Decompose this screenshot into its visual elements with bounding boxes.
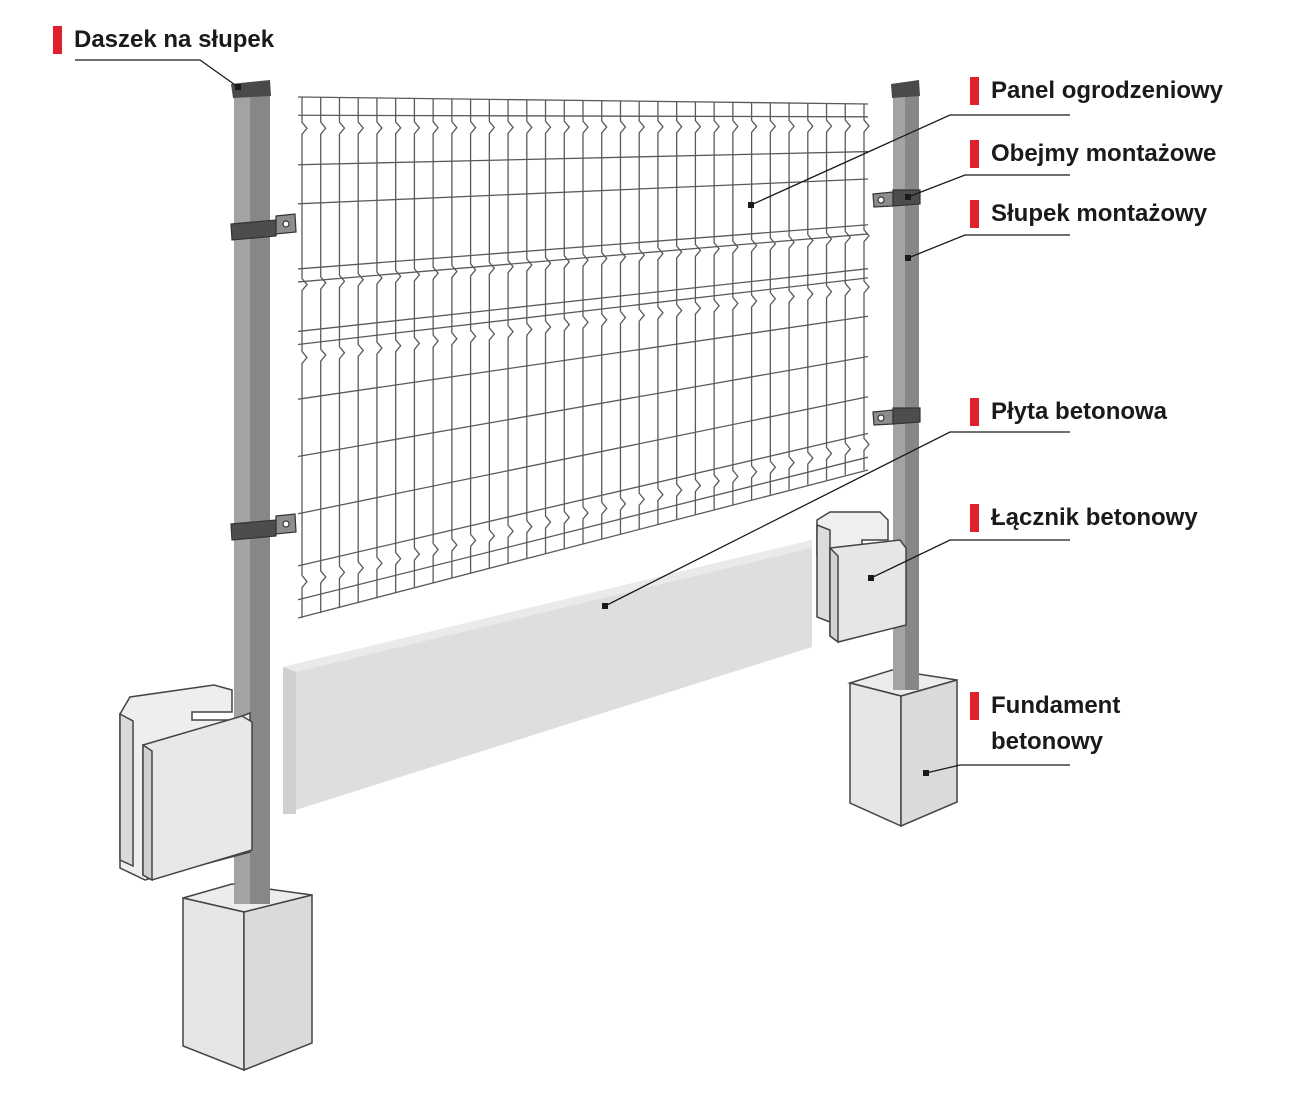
leader-lines [75,59,1070,774]
mesh-horizontal-wire [297,456,869,601]
mesh-vertical-wire [769,102,777,495]
mesh-vertical-wire [601,100,608,540]
fence-panel-mesh [297,96,870,619]
mesh-vertical-wire [788,103,795,490]
mesh-vertical-wire [732,102,739,505]
concrete-slab [283,540,812,814]
label-mounting-post: Słupek montażowy [970,196,1208,232]
label-concrete-slab: Płyta betonowa [970,394,1168,430]
mesh-horizontal-wire [297,432,869,567]
right-foundation [847,669,958,828]
label-text-line1: Fundament [991,692,1121,719]
label-marker [970,692,979,720]
label-marker [970,398,979,426]
right-connector [816,511,907,644]
mesh-horizontal-wire [297,268,869,333]
mesh-horizontal-wire [297,224,869,270]
mesh-vertical-wire [582,100,589,544]
mesh-horizontal-wire [297,114,869,118]
left-foundation [182,883,313,1072]
mesh-horizontal-wire [297,233,869,283]
mesh-vertical-wire [469,99,477,574]
label-marker [53,26,62,54]
mesh-vertical-wire [638,101,646,530]
left-post [231,80,271,912]
label-concrete-foundation: Fundament betonowy [970,688,1121,760]
mesh-horizontal-wire [297,315,869,400]
mesh-vertical-wire [395,98,402,594]
left-connector [119,684,253,882]
label-fence-panel: Panel ogrodzeniowy [970,73,1224,109]
label-text: Płyta betonowa [991,398,1168,425]
mesh-vertical-wire [825,103,833,480]
mesh-vertical-wire [320,97,327,614]
mesh-vertical-wire [413,98,421,589]
mesh-vertical-wire [750,102,758,500]
mesh-horizontal-wire [297,96,869,105]
mesh-horizontal-wire [297,355,869,458]
label-marker [970,140,979,168]
mesh-vertical-wire [713,102,720,510]
mesh-horizontal-wire [297,277,869,346]
mesh-horizontal-wire [297,396,869,515]
mesh-vertical-wire [451,98,458,579]
label-marker [970,504,979,532]
mesh-vertical-wire [357,97,365,604]
label-text: Łącznik betonowy [991,504,1198,531]
mesh-vertical-wire [694,101,702,515]
mesh-horizontal-wire [297,150,869,166]
label-concrete-connector: Łącznik betonowy [970,500,1198,536]
mesh-vertical-wire [619,100,627,535]
label-text-line2: betonowy [991,728,1103,755]
mesh-horizontal-wire [297,469,869,619]
mesh-vertical-wire [507,99,514,564]
label-text: Daszek na słupek [74,26,275,53]
mesh-vertical-wire [807,103,814,485]
mesh-vertical-wire [676,101,683,520]
label-marker [970,200,979,228]
label-text: Panel ogrodzeniowy [991,77,1224,104]
mesh-vertical-wire [844,103,852,475]
label-mounting-clamps: Obejmy montażowe [970,136,1217,172]
mesh-vertical-wire [376,97,383,599]
mesh-vertical-wire [863,104,870,470]
mesh-vertical-wire [563,100,571,549]
label-post-cap: Daszek na słupek [53,22,275,58]
mesh-vertical-wire [301,97,308,618]
mounting-clamps [230,189,921,541]
mesh-vertical-wire [432,98,439,584]
label-marker [970,77,979,105]
mesh-vertical-wire [544,100,552,554]
label-text: Słupek montażowy [991,200,1208,227]
mesh-horizontal-wire [297,178,869,205]
mesh-vertical-wire [657,101,664,525]
mesh-vertical-wire [526,99,533,559]
mesh-vertical-wire [488,99,496,569]
leader-dots [235,84,929,776]
label-text: Obejmy montażowe [991,140,1217,167]
mesh-vertical-wire [338,97,346,609]
